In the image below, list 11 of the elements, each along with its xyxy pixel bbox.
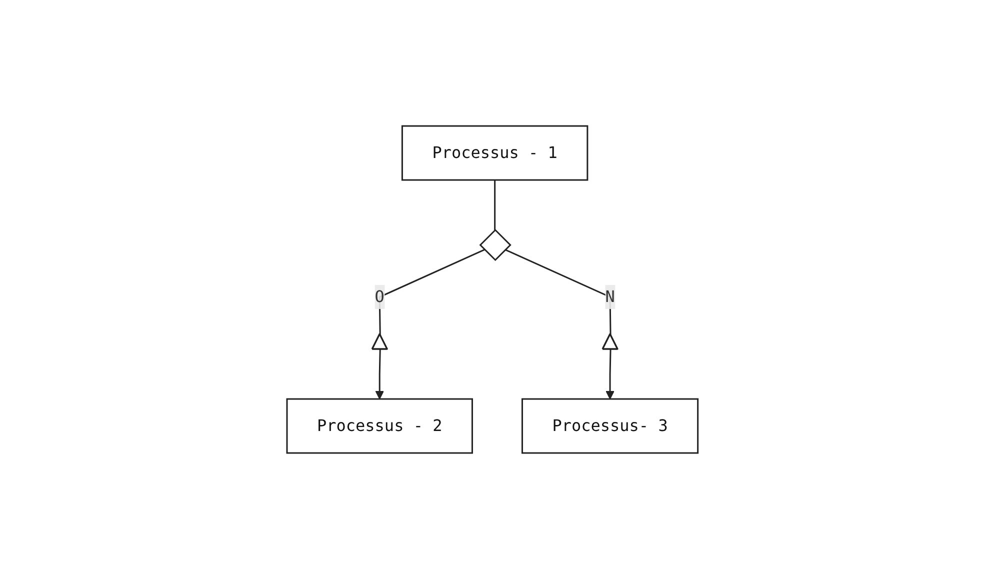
node-box: Processus - 2 bbox=[286, 398, 473, 454]
node-box: Processus - 1 bbox=[401, 125, 588, 181]
connector bbox=[378, 248, 484, 334]
edge-label: O bbox=[374, 287, 384, 306]
connector bbox=[504, 248, 611, 334]
node-box: Processus- 3 bbox=[521, 398, 698, 454]
edge-label: N bbox=[604, 287, 614, 306]
connector bbox=[494, 180, 496, 230]
arrow bbox=[374, 349, 384, 400]
node-diamond bbox=[478, 228, 511, 262]
arrow bbox=[605, 349, 614, 400]
